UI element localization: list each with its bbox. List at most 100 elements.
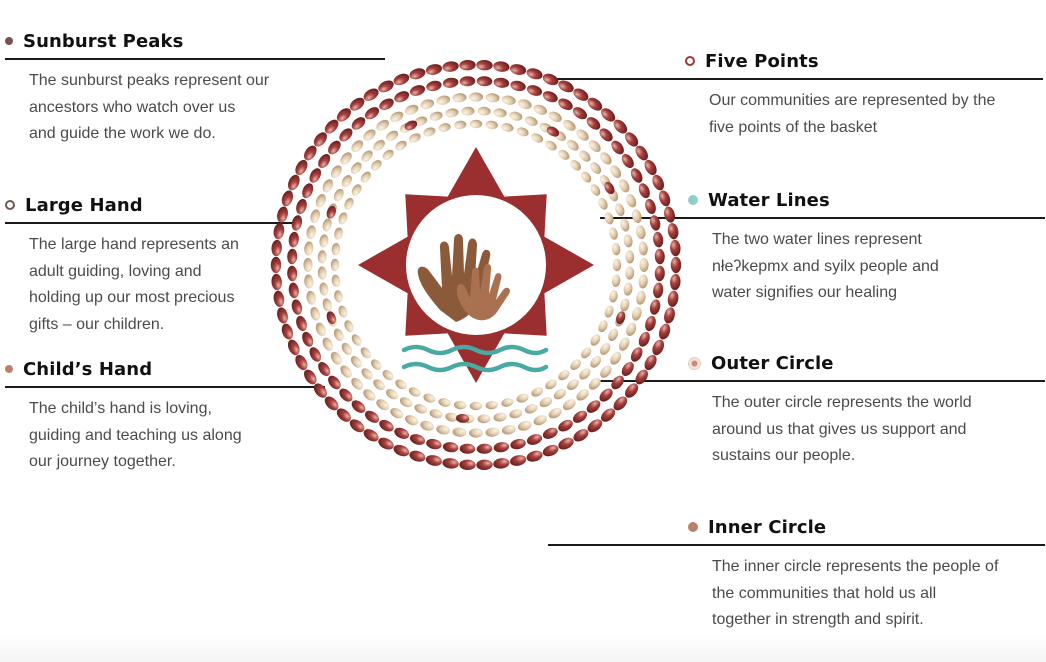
legend-description: Our communities are represented by the f… [709, 92, 996, 136]
bead [442, 61, 459, 72]
bead [454, 400, 467, 410]
bead [341, 342, 352, 355]
bead [588, 377, 601, 390]
divider [5, 386, 325, 388]
legend-item-outer-circle: Outer Circle The outer circle represents… [600, 350, 1045, 470]
bead [459, 60, 476, 71]
bead [510, 64, 527, 75]
legend-description: The two water lines represent nłeʔkepmx … [712, 231, 939, 301]
bead [652, 339, 665, 356]
bead [645, 198, 656, 215]
bead [318, 361, 331, 377]
bead [509, 111, 523, 121]
bead [304, 369, 317, 385]
bead [281, 190, 294, 207]
bead [319, 234, 329, 248]
bead [287, 248, 298, 265]
bead [459, 76, 476, 87]
bead [393, 444, 410, 457]
bead [587, 419, 603, 433]
bead [542, 444, 559, 457]
bead [562, 399, 576, 411]
bead [654, 248, 665, 265]
bead [542, 73, 559, 86]
bead [573, 88, 589, 101]
bead [361, 368, 373, 380]
bead [626, 322, 637, 337]
bead [558, 370, 570, 381]
bead [339, 388, 353, 402]
bead [322, 298, 332, 312]
bead [409, 450, 426, 462]
bead [531, 387, 544, 397]
bead [618, 179, 630, 193]
bead [611, 243, 621, 256]
bead [598, 197, 608, 210]
bead [654, 265, 665, 282]
bead [445, 412, 459, 422]
bead [631, 306, 642, 321]
bead [331, 243, 341, 256]
bead [586, 400, 601, 413]
bead [526, 450, 543, 462]
bead [363, 429, 379, 442]
bead [493, 442, 510, 453]
bottom-fade [0, 634, 1046, 662]
bead [516, 127, 529, 137]
bead [501, 425, 516, 435]
bead [322, 179, 334, 193]
bead [351, 117, 366, 130]
divider [548, 544, 1045, 546]
bead [670, 273, 681, 291]
bead [476, 76, 493, 87]
bead [313, 383, 327, 398]
bead [670, 239, 681, 257]
bead [653, 231, 664, 248]
divider [600, 217, 1045, 219]
bead [576, 129, 589, 141]
bead [338, 305, 348, 318]
bead [271, 273, 282, 291]
bead [340, 365, 352, 378]
bead [476, 443, 493, 454]
divider [600, 380, 1045, 382]
bead [333, 328, 344, 342]
bead [328, 375, 341, 390]
bead [404, 415, 419, 426]
bead [610, 165, 622, 179]
bead [409, 68, 426, 80]
bead [501, 95, 516, 105]
bead [423, 127, 436, 137]
legend-title: Large Hand [25, 194, 143, 216]
bead [295, 159, 308, 176]
bead [601, 108, 616, 122]
divider [545, 78, 1043, 80]
bead [361, 150, 373, 162]
accent-bead [456, 413, 470, 423]
bead [390, 407, 404, 419]
bead [349, 97, 365, 111]
bead [309, 347, 322, 362]
bead [304, 274, 314, 289]
bead-dot-icon [688, 356, 701, 370]
bead [408, 387, 421, 397]
accent-bead [546, 126, 560, 137]
bead [409, 85, 426, 96]
bead [350, 162, 362, 174]
bead [526, 434, 543, 445]
bead [579, 150, 591, 162]
bead [510, 438, 526, 450]
bead [626, 193, 637, 208]
bead [600, 342, 611, 355]
bead [590, 334, 601, 346]
bead [344, 320, 354, 333]
bead [452, 93, 467, 103]
bead [493, 412, 507, 422]
bead [612, 258, 622, 272]
rose-dot-icon [688, 522, 698, 532]
bead [334, 290, 343, 303]
bead [517, 420, 532, 431]
bead [539, 397, 553, 408]
bead [277, 206, 288, 223]
bead [609, 290, 618, 303]
